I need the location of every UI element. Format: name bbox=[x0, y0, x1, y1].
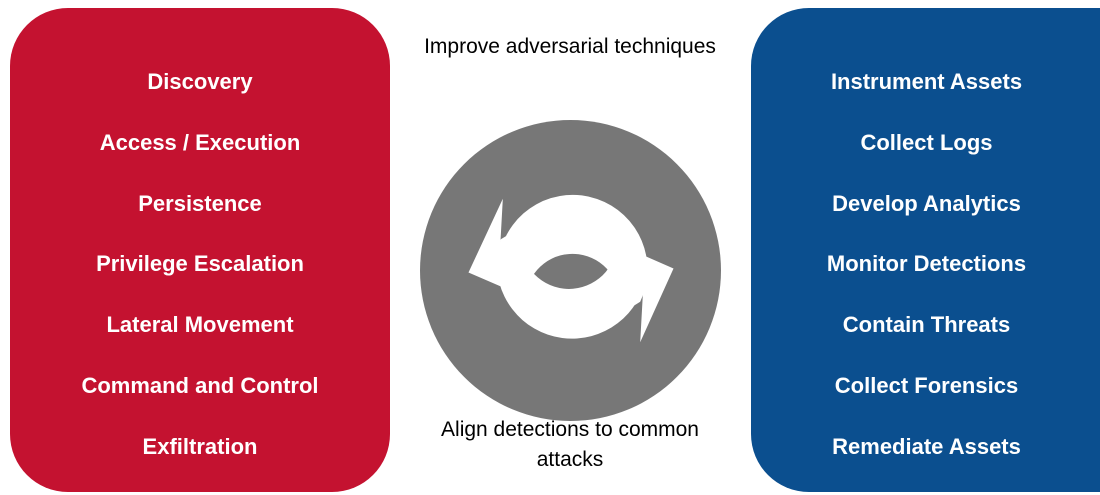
defense-item-develop-analytics: Develop Analytics bbox=[832, 191, 1021, 216]
attack-item-exfiltration: Exfiltration bbox=[142, 434, 258, 459]
defense-item-remediate-assets: Remediate Assets bbox=[832, 434, 1021, 459]
attack-item-discovery: Discovery bbox=[147, 69, 253, 94]
defense-item-monitor-detections: Monitor Detections bbox=[826, 251, 1027, 276]
attack-techniques-panel: Discovery Access / Execution Persistence… bbox=[10, 8, 390, 492]
cycle-top-caption: Improve adversarial techniques bbox=[424, 35, 716, 58]
cycle-arrow-bottom bbox=[496, 226, 674, 343]
refresh-cycle-icon bbox=[420, 120, 721, 421]
attack-item-command-and-control: Command and Control bbox=[81, 373, 319, 398]
defense-item-instrument-assets: Instrument Assets bbox=[830, 69, 1023, 94]
defense-item-contain-threats: Contain Threats bbox=[842, 312, 1011, 337]
defense-item-collect-forensics: Collect Forensics bbox=[834, 373, 1019, 398]
defense-actions-panel: Instrument Assets Collect Logs Develop A… bbox=[751, 8, 1100, 492]
attack-item-access-execution: Access / Execution bbox=[99, 130, 301, 155]
attack-item-lateral-movement: Lateral Movement bbox=[106, 312, 294, 337]
defense-item-collect-logs: Collect Logs bbox=[860, 130, 993, 155]
attack-item-persistence: Persistence bbox=[138, 191, 262, 216]
cycle-bottom-caption: Align detections to common attacks bbox=[441, 418, 699, 471]
cycle-circle bbox=[420, 120, 721, 421]
attack-item-privilege-escalation: Privilege Escalation bbox=[96, 251, 304, 276]
